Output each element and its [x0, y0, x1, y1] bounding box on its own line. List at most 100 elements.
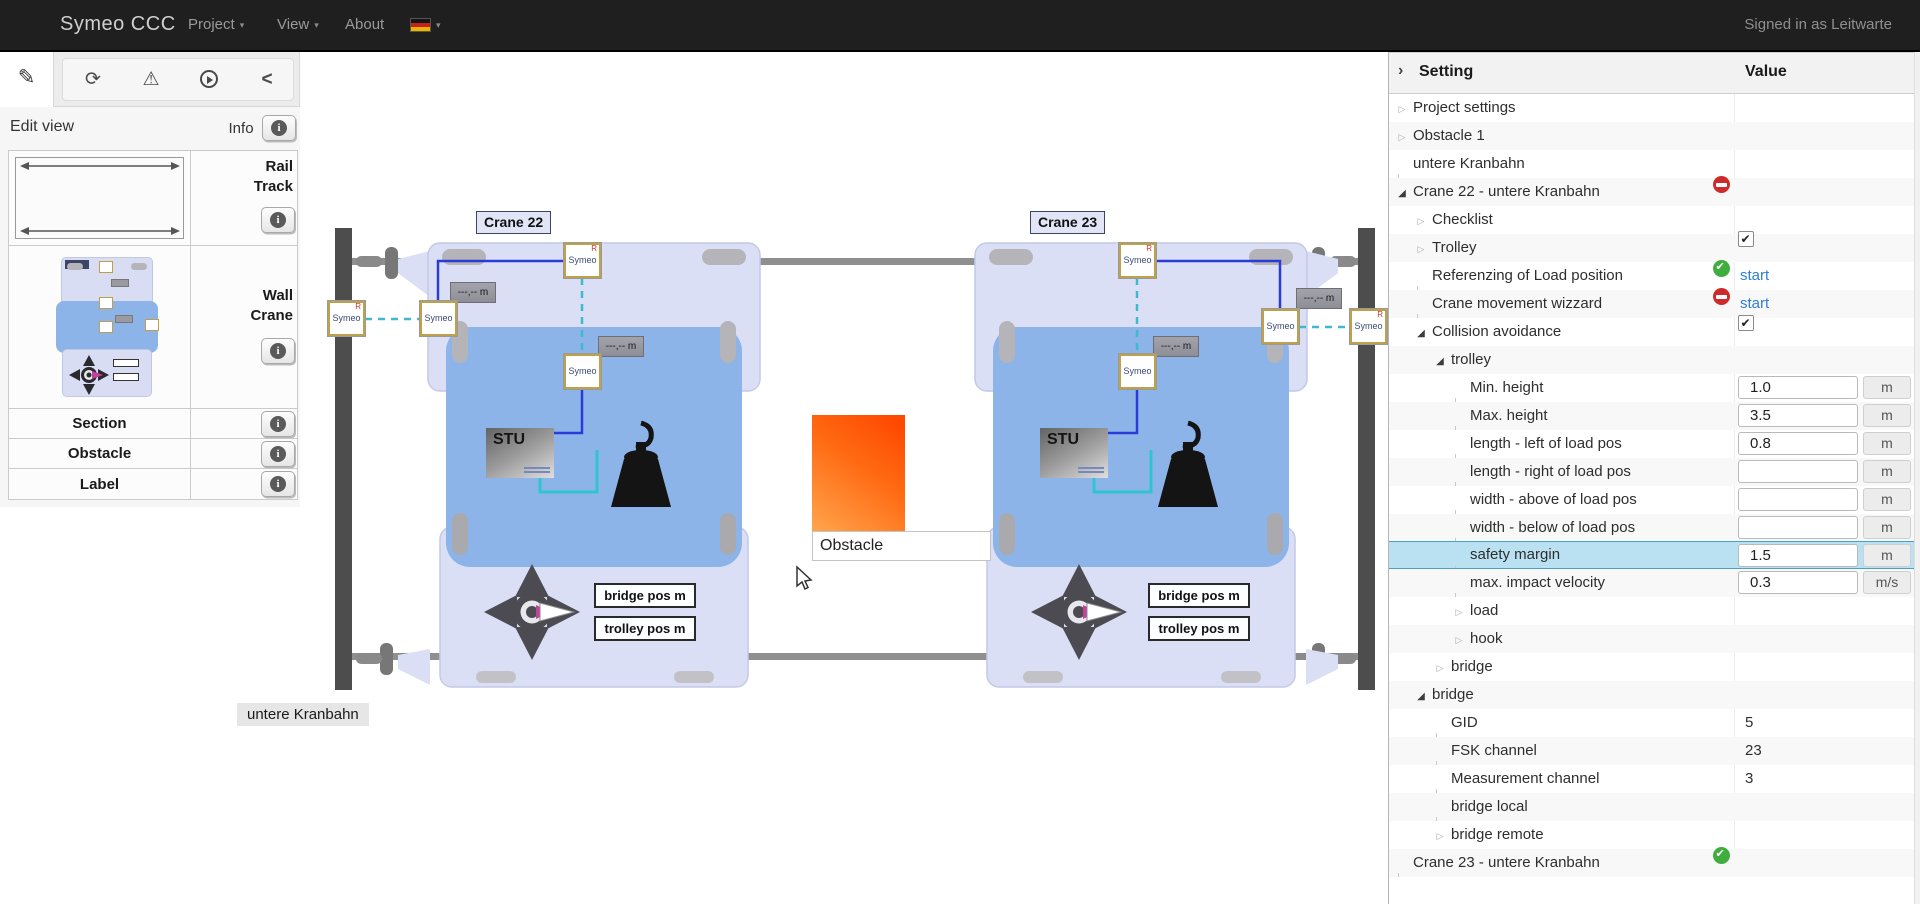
app-brand[interactable]: Symeo CCC	[60, 13, 176, 35]
crane-23-label[interactable]: Crane 23	[1030, 211, 1106, 234]
tree-row[interactable]: ▷hook	[1389, 625, 1920, 653]
value-input[interactable]: 1.0	[1738, 376, 1858, 399]
start-link[interactable]: start	[1740, 267, 1770, 284]
nav-project[interactable]: Project▾	[188, 16, 245, 33]
expand-icon[interactable]: ▷	[1417, 244, 1425, 254]
symeo-sensor-wall[interactable]: R Symeo	[1349, 308, 1388, 345]
value-input[interactable]: 0.8	[1738, 432, 1858, 455]
trolley-pos-label[interactable]: trolley pos m	[594, 616, 696, 641]
panel-chevron-icon[interactable]: ›	[1398, 62, 1404, 79]
symeo-sensor[interactable]: Symeo	[563, 353, 602, 390]
palette-item-obstacle[interactable]: Obstacle	[9, 439, 191, 468]
value-input[interactable]: 0.3	[1738, 571, 1858, 594]
tree-row[interactable]: ▷load	[1389, 597, 1920, 625]
trolley-pos-label[interactable]: trolley pos m	[1148, 616, 1250, 641]
track-label[interactable]: untere Kranbahn	[237, 703, 369, 726]
symeo-sensor[interactable]: Symeo	[419, 300, 458, 337]
nav-about[interactable]: About	[345, 16, 385, 33]
symeo-sensor[interactable]: Symeo	[1261, 308, 1300, 345]
bridge-pos-label[interactable]: bridge pos m	[594, 583, 696, 608]
checkbox[interactable]	[1738, 309, 1754, 337]
info-button[interactable]: i	[261, 441, 295, 467]
collapse-icon[interactable]: ◢	[1417, 328, 1425, 339]
value-input[interactable]: 1.5	[1738, 544, 1858, 567]
palette-item-section[interactable]: Section	[9, 409, 191, 438]
expand-icon[interactable]: ▷	[1436, 831, 1444, 841]
stu-unit[interactable]: STU	[1040, 428, 1108, 478]
tree-row[interactable]: Crane 23 - untere Kranbahn	[1389, 840, 1920, 877]
edit-mode-button[interactable]: ✎	[0, 52, 54, 107]
setting-label: Crane 22 - untere Kranbahn	[1413, 183, 1600, 200]
crane-23-body[interactable]	[975, 243, 1307, 687]
expand-icon[interactable]: ▷	[1436, 663, 1444, 673]
bridge-pos-label[interactable]: bridge pos m	[1148, 583, 1250, 608]
checkbox[interactable]	[1738, 225, 1754, 253]
tree-row[interactable]: untere Kranbahn	[1389, 150, 1920, 178]
tree-row[interactable]: bridge local	[1389, 793, 1920, 821]
expand-icon[interactable]: ▷	[1455, 607, 1463, 617]
symeo-sensor-wall[interactable]: R Symeo	[327, 300, 366, 337]
info-button[interactable]: i	[261, 411, 295, 437]
info-button[interactable]: i	[261, 207, 295, 233]
obstacle-shape[interactable]	[812, 415, 905, 531]
tree-row[interactable]: ▷Obstacle 1	[1389, 122, 1920, 150]
tree-row[interactable]: ▷Checklist	[1389, 206, 1920, 234]
info-icon: i	[271, 120, 287, 136]
tree-row[interactable]: ▷bridge remote	[1389, 821, 1920, 849]
collapse-icon[interactable]: ◢	[1436, 356, 1444, 367]
info-button[interactable]: i	[261, 338, 295, 364]
expand-icon[interactable]: ▷	[1455, 635, 1463, 645]
crane-diagram-canvas[interactable]: Crane 22 R Symeo ---,-- m Symeo R Symeo …	[237, 52, 1388, 904]
palette-item-label-tool[interactable]: Label	[9, 469, 191, 499]
panel-title: Edit view	[10, 118, 75, 135]
expand-icon[interactable]: ▷	[1398, 132, 1406, 142]
value-input[interactable]	[1738, 460, 1858, 483]
value-input[interactable]	[1738, 516, 1858, 539]
symeo-sensor[interactable]: R Symeo	[1118, 242, 1157, 279]
collapse-icon[interactable]: ◢	[1398, 188, 1406, 199]
rail-track-thumbnail[interactable]	[9, 151, 191, 245]
info-button[interactable]: i	[261, 471, 295, 497]
collapse-panel-button[interactable]: <	[239, 59, 295, 100]
tree-row[interactable]: ▷Project settings	[1389, 94, 1920, 122]
tree-row[interactable]: ◢trolley	[1389, 346, 1920, 374]
value-input[interactable]: 3.5	[1738, 404, 1858, 427]
run-button[interactable]	[181, 59, 237, 100]
collapse-icon[interactable]: ◢	[1417, 691, 1425, 702]
crane-22-label[interactable]: Crane 22	[476, 211, 552, 234]
symeo-sensor[interactable]: R Symeo	[563, 242, 602, 279]
obstacle-name-input[interactable]	[812, 531, 991, 561]
nav-view[interactable]: View▾	[277, 16, 319, 33]
warnings-button[interactable]: ⚠	[123, 59, 179, 100]
symeo-sensor[interactable]: Symeo	[1118, 353, 1157, 390]
info-button[interactable]: i	[262, 115, 296, 141]
tree-row[interactable]: ◢ Crane 22 - untere Kranbahn	[1389, 176, 1920, 206]
tree-row[interactable]: ◢Collision avoidance	[1389, 309, 1920, 346]
stu-unit[interactable]: STU	[486, 428, 554, 478]
tree-row[interactable]: ▷bridge	[1389, 653, 1920, 681]
refresh-button[interactable]: ⟳	[65, 59, 121, 100]
wall-crane-thumbnail[interactable]	[9, 246, 191, 408]
tree-row[interactable]: ◢bridge	[1389, 681, 1920, 709]
language-selector[interactable]: ▾	[410, 16, 441, 33]
expand-icon[interactable]: ▷	[1417, 216, 1425, 226]
settings-panel: › Setting Value ▷Project settings▷Obstac…	[1388, 52, 1920, 904]
value-input[interactable]	[1738, 488, 1858, 511]
scrollbar[interactable]	[1914, 52, 1920, 904]
tree-row[interactable]: ▷Trolley	[1389, 225, 1920, 262]
tree-row[interactable]: Referenzing of Load positionstart	[1389, 253, 1920, 290]
expand-icon[interactable]: ▷	[1398, 104, 1406, 114]
